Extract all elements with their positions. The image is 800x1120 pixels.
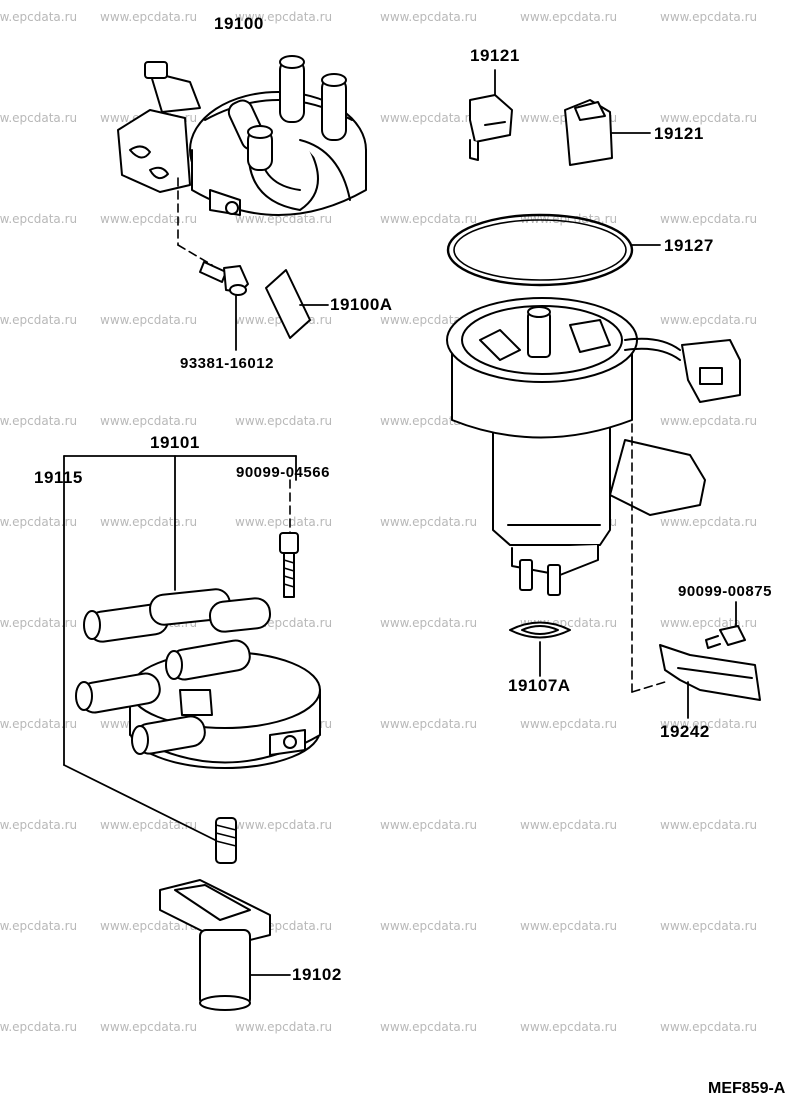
watermark-text: www.epcdata.ru bbox=[0, 414, 78, 428]
igniter-clip-left-illustration bbox=[469, 94, 513, 161]
watermark-text: www.epcdata.ru bbox=[0, 1020, 78, 1034]
watermark-text: www.epcdata.ru bbox=[235, 212, 333, 226]
watermark-text: www.epcdata.ru bbox=[235, 1020, 333, 1034]
watermark-text: www.epcdata.ru bbox=[100, 1020, 198, 1034]
watermark-text: www.epcdata.ru bbox=[660, 515, 758, 529]
watermark-text: www.epcdata.ru bbox=[100, 919, 198, 933]
watermark-text: www.epcdata.ru bbox=[520, 818, 618, 832]
watermark-text: www.epcdata.ru bbox=[0, 111, 78, 125]
watermark-text: www.epcdata.ru bbox=[380, 1020, 478, 1034]
cap-screw-illustration bbox=[279, 532, 299, 598]
watermark-text: www.epcdata.ru bbox=[100, 414, 198, 428]
bolt-illustration bbox=[199, 261, 249, 296]
watermark-text: www.epcdata.ru bbox=[0, 919, 78, 933]
gasket-illustration bbox=[509, 621, 571, 639]
spring-illustration bbox=[215, 817, 237, 864]
distributor-housing-illustration bbox=[446, 297, 741, 596]
watermark-text: www.epcdata.ru bbox=[235, 515, 333, 529]
watermark-text: www.epcdata.ru bbox=[380, 111, 478, 125]
watermark-text: www.epcdata.ru bbox=[235, 818, 333, 832]
watermark-text: www.epcdata.ru bbox=[0, 212, 78, 226]
watermark-text: www.epcdata.ru bbox=[520, 717, 618, 731]
watermark-text: www.epcdata.ru bbox=[660, 212, 758, 226]
watermark-text: www.epcdata.ru bbox=[235, 10, 333, 24]
watermark-text: www.epcdata.ru bbox=[380, 818, 478, 832]
watermark-text: www.epcdata.ru bbox=[0, 616, 78, 630]
watermark-text: www.epcdata.ru bbox=[0, 313, 78, 327]
distributor-cap-illustration bbox=[75, 588, 321, 769]
watermark-text: www.epcdata.ru bbox=[100, 818, 198, 832]
distributor-assembly-illustration bbox=[117, 55, 367, 216]
label-igniter-clip-left: 19121 bbox=[470, 46, 520, 65]
label-cap-set: 19115 bbox=[34, 468, 83, 487]
watermark-text: www.epcdata.ru bbox=[380, 717, 478, 731]
label-cap-screw: 90099-04566 bbox=[236, 464, 330, 481]
igniter-clip-right-illustration bbox=[564, 99, 613, 166]
watermark-text: www.epcdata.ru bbox=[100, 313, 198, 327]
watermark-text: www.epcdata.ru bbox=[235, 414, 333, 428]
watermark-text: www.epcdata.ru bbox=[380, 313, 478, 327]
watermark-text: www.epcdata.ru bbox=[660, 818, 758, 832]
label-gasket: 19107A bbox=[508, 676, 571, 695]
watermark-text: www.epcdata.ru bbox=[660, 10, 758, 24]
watermark-text: www.epcdata.ru bbox=[100, 212, 198, 226]
label-oring: 19127 bbox=[664, 236, 714, 255]
watermark-text: www.epcdata.ru bbox=[0, 818, 78, 832]
watermark-text: www.epcdata.ru bbox=[0, 717, 78, 731]
watermark-text: www.epcdata.ru bbox=[380, 616, 478, 630]
clamp-screw-illustration bbox=[705, 625, 746, 649]
watermark-text: www.epcdata.ru bbox=[660, 414, 758, 428]
watermark-text: www.epcdata.ru bbox=[100, 515, 198, 529]
watermark-text: www.epcdata.ru bbox=[100, 10, 198, 24]
watermark-text: www.epcdata.ru bbox=[660, 1020, 758, 1034]
watermark-text: www.epcdata.ru bbox=[520, 1020, 618, 1034]
watermark-text: www.epcdata.ru bbox=[660, 111, 758, 125]
watermark-text: www.epcdata.ru bbox=[0, 10, 78, 24]
housing-plate-illustration bbox=[265, 269, 311, 339]
label-housing-sub: 19100A bbox=[330, 295, 393, 314]
label-distributor-assy: 19100 bbox=[214, 14, 264, 33]
label-igniter-clip-right: 19121 bbox=[654, 124, 704, 143]
watermark-text: www.epcdata.ru bbox=[520, 919, 618, 933]
label-clamp-screw: 90099-00875 bbox=[678, 583, 772, 600]
rotor-illustration bbox=[159, 879, 271, 1011]
diagram-reference: MEF859-A bbox=[708, 1080, 786, 1097]
watermark-text: www.epcdata.ru bbox=[660, 313, 758, 327]
watermark-text: www.epcdata.ru bbox=[380, 515, 478, 529]
watermark-text: www.epcdata.ru bbox=[0, 515, 78, 529]
oring-illustration bbox=[446, 213, 634, 287]
watermark-text: www.epcdata.ru bbox=[660, 919, 758, 933]
clamp-illustration bbox=[659, 644, 761, 701]
watermark-text: www.epcdata.ru bbox=[660, 717, 758, 731]
watermark-text: www.epcdata.ru bbox=[520, 10, 618, 24]
watermark-text: www.epcdata.ru bbox=[380, 212, 478, 226]
label-cap: 19101 bbox=[150, 433, 200, 452]
watermark-text: www.epcdata.ru bbox=[380, 10, 478, 24]
label-clamp: 19242 bbox=[660, 722, 710, 741]
label-rotor: 19102 bbox=[292, 965, 342, 984]
watermark-text: www.epcdata.ru bbox=[380, 919, 478, 933]
label-bolt: 93381-16012 bbox=[180, 355, 274, 372]
